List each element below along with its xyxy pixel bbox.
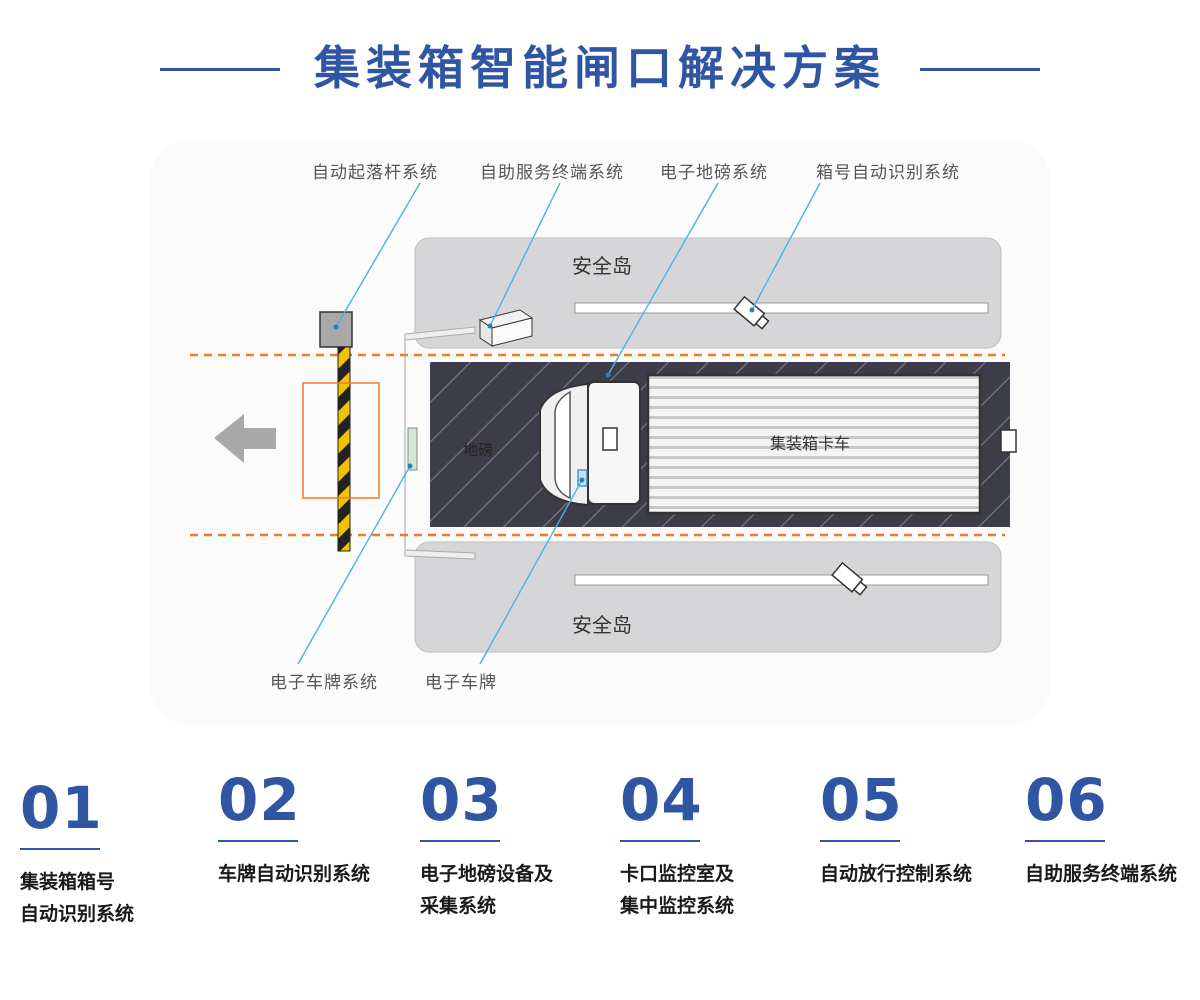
camera-rail-top: [575, 303, 988, 313]
feature-item: 01 集装箱箱号 自动识别系统: [20, 768, 210, 930]
feature-label: 自助服务终端系统: [1025, 858, 1195, 890]
feature-label: 自动放行控制系统: [820, 858, 1010, 890]
safety-island-top-label: 安全岛: [572, 254, 632, 278]
camera-rail-bottom: [575, 575, 988, 585]
feature-number: 04: [620, 760, 810, 840]
feature-rule: [420, 840, 500, 842]
weighbridge-label: 地磅: [463, 441, 493, 459]
feature-label: 集装箱箱号 自动识别系统: [20, 866, 210, 930]
feature-rule: [20, 848, 100, 850]
callout-container-id-system: 箱号自动识别系统: [816, 163, 960, 183]
callout-barrier-system: 自动起落杆系统: [312, 163, 438, 183]
feature-item: 02 车牌自动识别系统: [218, 760, 408, 890]
feature-item: 06 自助服务终端系统: [1025, 760, 1195, 890]
callout-eplate: 电子车牌: [425, 673, 497, 693]
feature-list: 01 集装箱箱号 自动识别系统 02 车牌自动识别系统 03 电子地磅设备及 采…: [0, 760, 1200, 960]
feature-number: 01: [20, 768, 210, 848]
feature-rule: [218, 840, 298, 842]
feature-number: 05: [820, 760, 1010, 840]
feature-rule: [820, 840, 900, 842]
feature-number: 03: [420, 760, 610, 840]
feature-item: 03 电子地磅设备及 采集系统: [420, 760, 610, 922]
callout-kiosk-system: 自助服务终端系统: [480, 163, 624, 183]
feature-rule: [1025, 840, 1105, 842]
safety-island-bottom-label: 安全岛: [572, 613, 632, 637]
feature-label: 车牌自动识别系统: [218, 858, 408, 890]
callout-weighbridge-system: 电子地磅系统: [660, 163, 768, 183]
barrier-arm: [338, 347, 350, 551]
feature-label: 电子地磅设备及 采集系统: [420, 858, 610, 922]
feature-label: 卡口监控室及 集中监控系统: [620, 858, 810, 922]
callout-eplate-system: 电子车牌系统: [270, 673, 378, 693]
feature-item: 05 自动放行控制系统: [820, 760, 1010, 890]
feature-number: 02: [218, 760, 408, 840]
feature-item: 04 卡口监控室及 集中监控系统: [620, 760, 810, 922]
safety-island-bottom: [415, 542, 1001, 652]
feature-rule: [620, 840, 700, 842]
feature-number: 06: [1025, 760, 1195, 840]
truck-label: 集装箱卡车: [770, 434, 850, 453]
gate-diagram: 安全岛 安全岛 地磅 集装箱卡车: [0, 0, 1200, 740]
